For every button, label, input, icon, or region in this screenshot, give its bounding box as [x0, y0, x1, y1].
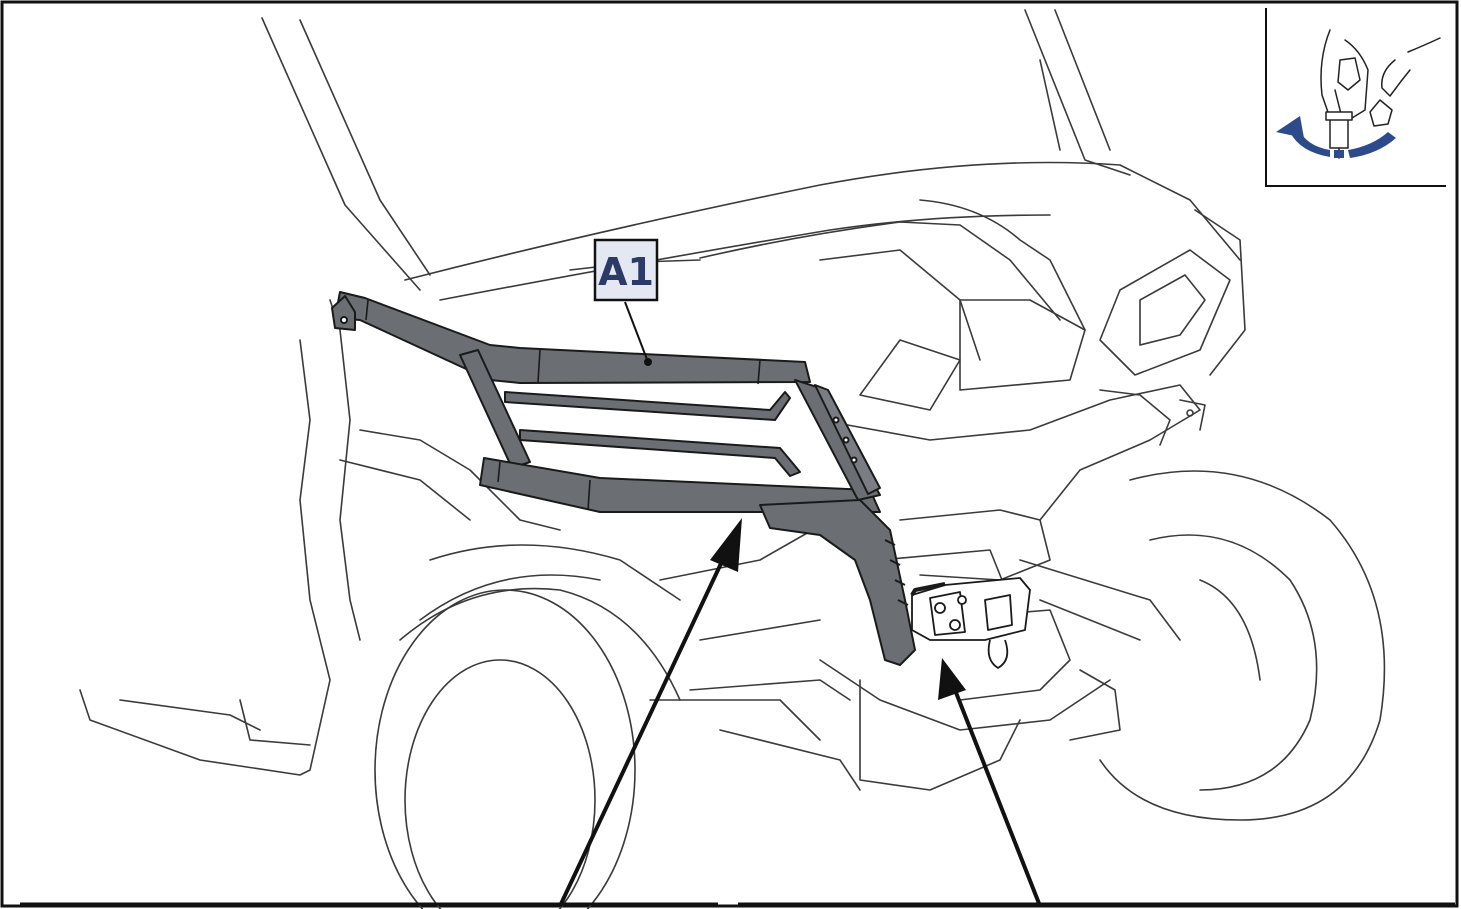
inset-border	[1265, 8, 1446, 187]
arrow-left-shaft	[558, 554, 727, 907]
guard-left-bracket	[331, 295, 356, 331]
hand-rotate-fastener-icon	[1320, 29, 1441, 159]
guard-rail-lower	[519, 429, 801, 477]
callout-box	[593, 238, 659, 302]
bumper-guard	[331, 291, 916, 666]
vehicle-outline	[79, 9, 1386, 909]
inset-panel	[1265, 8, 1446, 187]
arrow-right-shaft	[953, 689, 1042, 907]
arrow-right-head	[938, 658, 966, 700]
guard-left-post	[459, 349, 531, 469]
callout-label: A1	[598, 250, 654, 294]
callout-leader-dot	[644, 358, 652, 366]
guard-bottom-tube	[479, 457, 881, 513]
rotation-arrow-icon	[1276, 116, 1396, 158]
guard-rail-upper	[504, 391, 791, 421]
pointer-arrows	[558, 518, 1042, 907]
arrow-left-head	[710, 518, 742, 572]
callout-leader-line	[624, 301, 649, 363]
guard-lower-leg	[759, 499, 916, 666]
callout-a1: A1	[593, 238, 659, 366]
winch-bracket	[910, 577, 1031, 669]
